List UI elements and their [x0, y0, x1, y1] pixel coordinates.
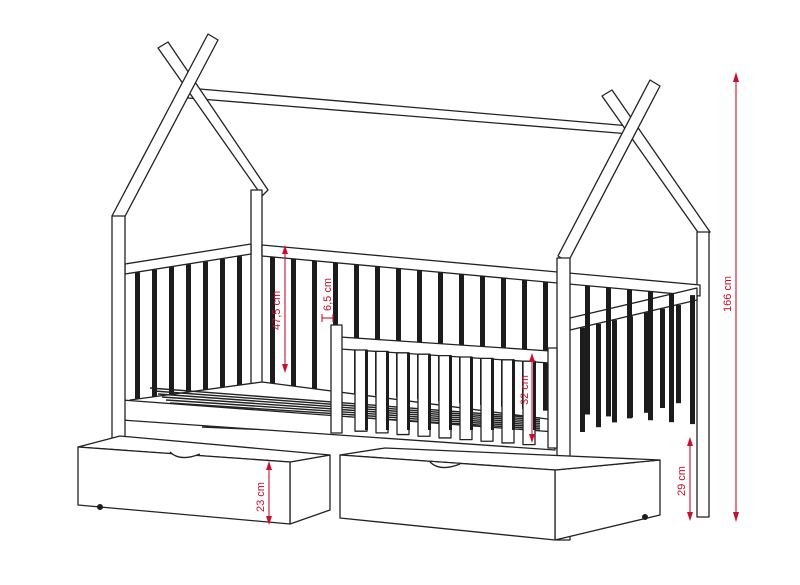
guard-left-post [330, 324, 343, 434]
base-slat-line [161, 396, 541, 425]
base-slat-line [165, 399, 541, 426]
label-47-5: 47,5 cm [271, 291, 283, 330]
guard-slats [354, 349, 536, 446]
left-slat [203, 261, 208, 393]
guard-slat-shadow [449, 355, 452, 430]
back-slat [438, 272, 443, 402]
back-slat [690, 295, 695, 425]
dim-clearance: 29 cm [676, 437, 693, 521]
right-slat [628, 316, 633, 418]
ridge-beam [187, 87, 631, 135]
back-slat [522, 279, 527, 409]
right-drawer-side [554, 459, 661, 541]
dim-slat-gap: 6,5 cm [321, 278, 334, 322]
back-slat [480, 275, 485, 405]
back-slat [417, 270, 422, 400]
left-tipi-beam-b [111, 33, 219, 223]
right-slat [612, 320, 617, 423]
left-slat [169, 267, 174, 396]
guard-slat-shadow [470, 357, 473, 430]
base-slat-line [149, 387, 541, 419]
label-32: 32 cm [519, 375, 531, 405]
guard-slat-shadow [491, 358, 494, 430]
back-slat [648, 291, 653, 421]
right-drawer-front [339, 454, 556, 541]
left-drawer-handle [169, 451, 201, 459]
guard-slat-shadow [533, 361, 536, 430]
back-slat [354, 264, 359, 394]
label-29: 29 cm [676, 466, 688, 496]
guard-slat-shadow [365, 350, 368, 430]
back-top-rail [261, 244, 701, 297]
right-slat [644, 312, 649, 413]
left-slat [220, 258, 225, 391]
left-slat [186, 264, 191, 394]
right-tipi-beam-b [557, 79, 661, 263]
back-slat [396, 268, 401, 398]
back-slat [669, 293, 674, 423]
back-slat [501, 277, 506, 407]
dim-guard-height: 32 cm [519, 353, 535, 443]
base-slat-line [157, 393, 541, 423]
back-slat [375, 266, 380, 396]
left-drawer-side [289, 454, 331, 525]
left-slat [152, 269, 157, 398]
dim-drawer-height: 23 cm [255, 461, 272, 525]
guard-slat-shadow [428, 354, 431, 430]
label-6-5: 6,5 cm [322, 278, 334, 311]
back-slat [312, 260, 317, 390]
left-drawer-front [77, 446, 291, 525]
right-drawer-handle [429, 461, 461, 469]
right-slat [676, 304, 681, 404]
right-slat [660, 308, 665, 408]
right-slat [596, 323, 601, 428]
dim-total-height: 166 cm [722, 72, 739, 522]
right-drawer-wheel [642, 514, 648, 520]
back-slat [543, 281, 548, 411]
guard-right-post [547, 347, 558, 449]
right-slat [580, 327, 585, 432]
left-front-post [111, 215, 126, 449]
label-23: 23 cm [255, 482, 267, 512]
base-slat-line [153, 390, 541, 421]
right-back-post [696, 231, 710, 518]
left-slat [135, 272, 140, 399]
left-back-post [250, 189, 263, 413]
label-166: 166 cm [722, 276, 734, 312]
left-drawer-wheel [97, 504, 103, 510]
left-slat [237, 256, 242, 389]
back-slat [270, 256, 275, 386]
back-slat [585, 285, 590, 415]
back-slat [291, 258, 296, 388]
guard-slat-shadow [386, 351, 389, 430]
back-slat [459, 273, 464, 403]
guard-slat-shadow [407, 352, 410, 430]
guard-slat-shadow [512, 359, 515, 430]
back-slat [606, 287, 611, 417]
dim-rail-height: 47,5 cm [271, 245, 288, 373]
